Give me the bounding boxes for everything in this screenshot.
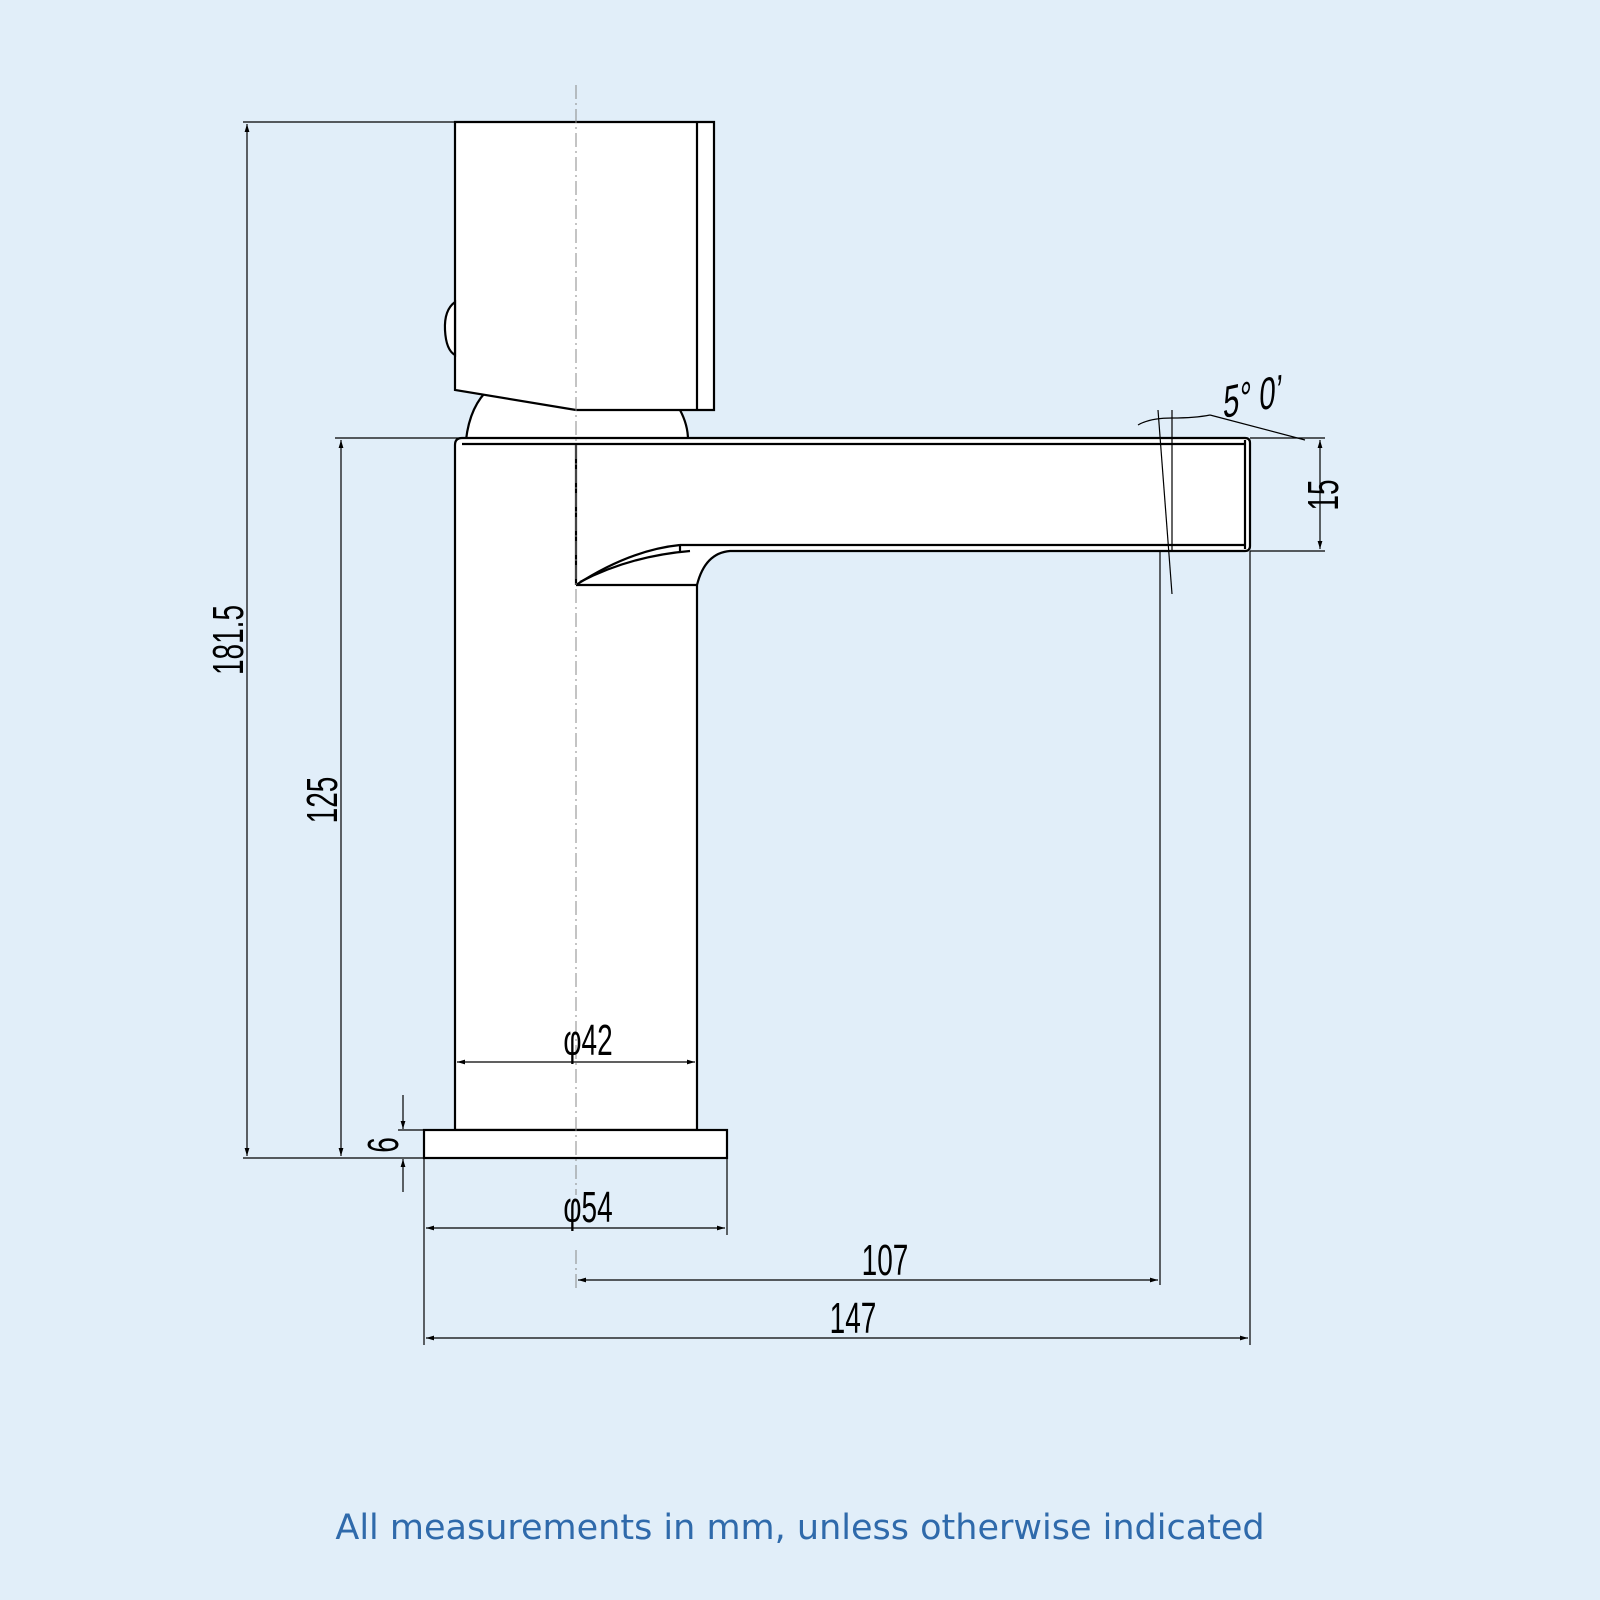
label-spout-thickness: 15 [1299,479,1348,510]
label-spout-reach: 107 [862,1236,909,1285]
label-spout-angle: 5° 0’ [1222,366,1284,429]
label-total-height: 181.5 [204,605,253,675]
tap-body [453,436,1252,1132]
label-overall-length: 147 [830,1294,877,1343]
handle [443,120,716,412]
footer-note: All measurements in mm, unless otherwise… [335,1508,1265,1548]
label-body-diameter: φ42 [563,1016,612,1065]
dim-arc-angle [1137,414,1211,426]
label-base-diameter: φ54 [563,1183,612,1232]
label-base-thickness: 6 [359,1137,408,1153]
handle-button [443,299,457,357]
extension-lines [243,121,1325,1345]
label-spout-height: 125 [298,777,347,824]
